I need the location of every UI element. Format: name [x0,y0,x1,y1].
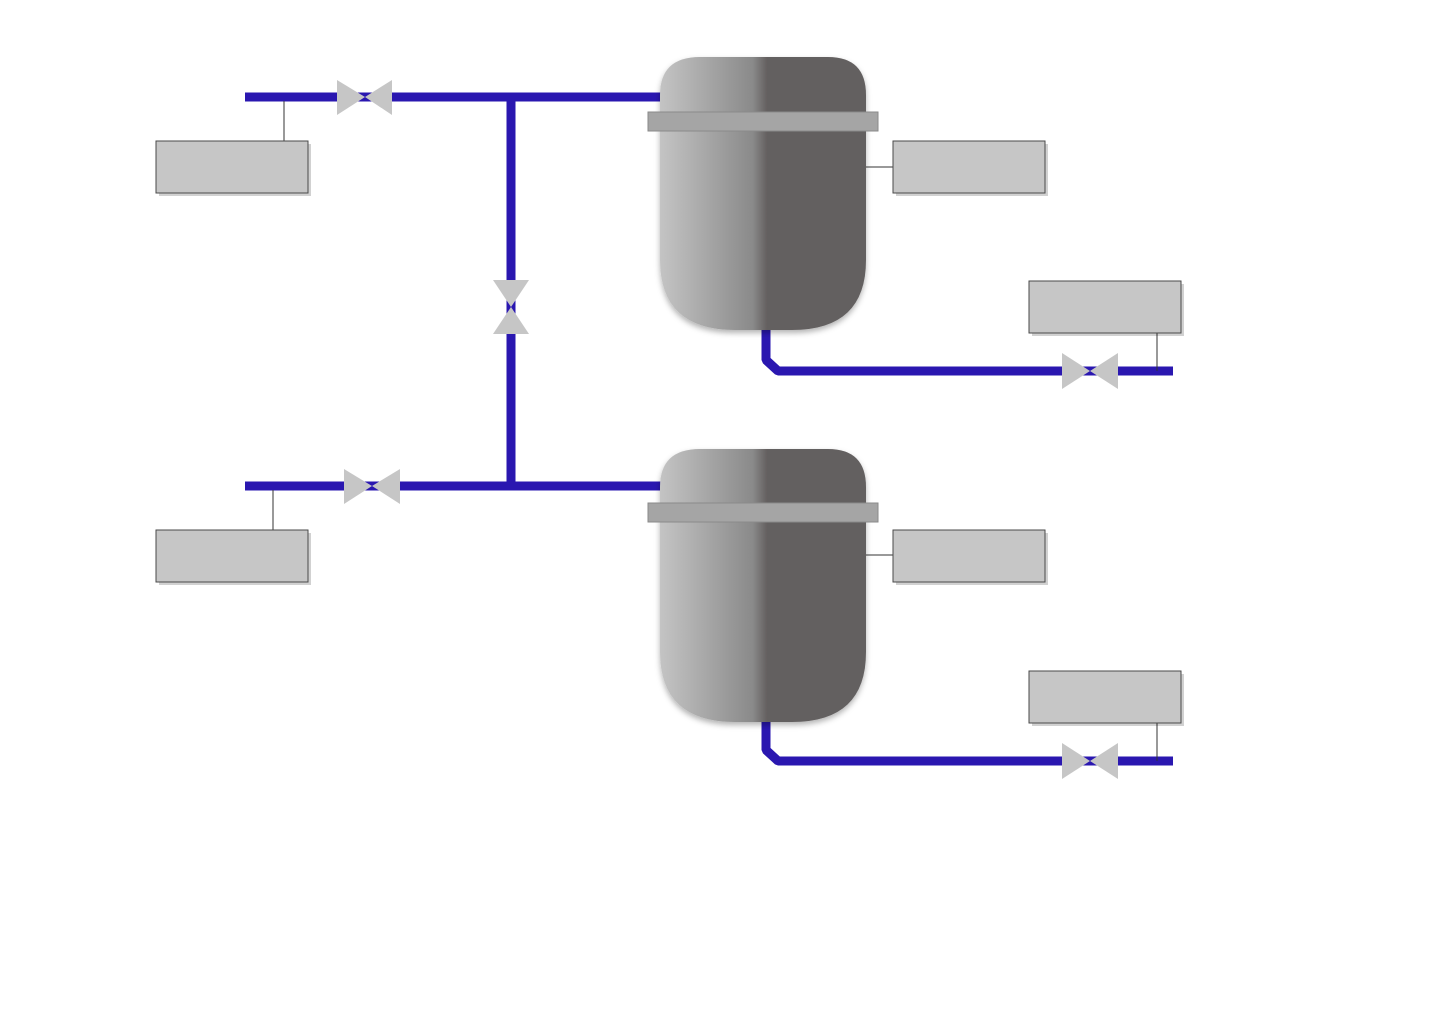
tank-body [660,57,866,330]
valve-icon [1062,353,1090,389]
tank-2[interactable] [647,449,879,722]
leader-lines [272,101,1158,761]
outlet-pipe-2 [761,720,1173,766]
label-box-inlet-2[interactable] [155,529,311,585]
tank-flange [647,111,879,132]
label-box-outlet-1[interactable] [1028,280,1184,336]
inlet-valve-2[interactable] [344,469,400,504]
tank-body [660,449,866,722]
label-box-inlet-1[interactable] [155,140,311,196]
outlet-valve-2[interactable] [1062,743,1118,779]
valve-icon-half [365,80,392,115]
label-box-tank-2[interactable] [892,529,1048,585]
valve-icon-half [1090,353,1118,389]
tank-flange [647,502,879,523]
valve-icon-half [372,469,400,504]
label-box-tank-1[interactable] [892,140,1048,196]
valve-icon [344,469,372,504]
tank-1[interactable] [647,57,879,330]
valve-icon [493,280,529,307]
outlet-pipe-1 [761,330,1173,376]
inlet-valve-1[interactable] [337,80,392,115]
valve-icon-half [1090,743,1118,779]
crossover-valve[interactable] [493,280,529,334]
label-box-outlet-2[interactable] [1028,670,1184,726]
valve-icon-half [493,307,529,334]
valve-icon [1062,743,1090,779]
valve-icon [337,80,365,115]
outlet-valve-1[interactable] [1062,353,1118,389]
